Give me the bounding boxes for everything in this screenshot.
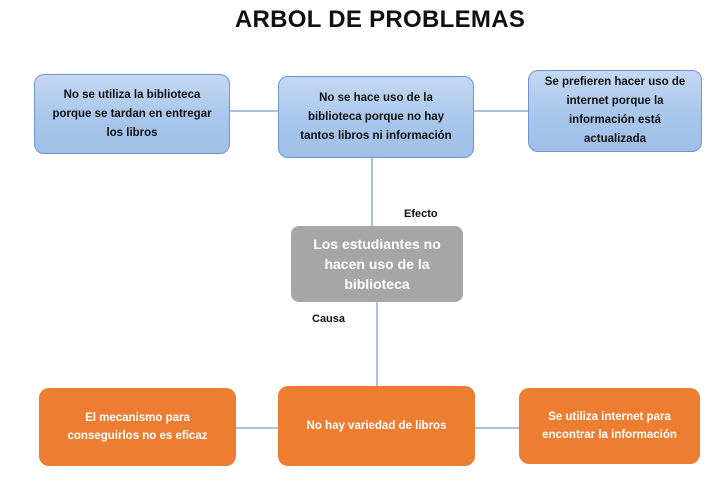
effect-box-right: Se prefieren hacer uso de internet porqu… — [528, 70, 702, 152]
cause-text-center: No hay variedad de libros — [306, 420, 447, 432]
cause-box-center: No hay variedad de libros — [278, 386, 475, 466]
cause-text-right: Se utiliza internet para encontrar la in… — [542, 411, 677, 441]
central-problem-box: Los estudiantes no hacen uso de la bibli… — [291, 226, 463, 302]
diagram-title: ARBOL DE PROBLEMAS — [234, 6, 526, 33]
cause-box-right: Se utiliza internet para encontrar la in… — [519, 388, 700, 464]
effect-text-left: No se utiliza la biblioteca porque se ta… — [52, 88, 212, 139]
cause-text-left: El mecanismo para conseguirlos no es efi… — [67, 412, 208, 442]
effect-text-right: Se prefieren hacer uso de internet porqu… — [544, 76, 686, 145]
effect-text-center: No se hace uso de la biblioteca porque n… — [300, 91, 452, 142]
cause-box-left: El mecanismo para conseguirlos no es efi… — [39, 388, 236, 466]
effect-label: Efecto — [404, 208, 438, 220]
effect-box-left: No se utiliza la biblioteca porque se ta… — [34, 74, 230, 154]
central-problem-text: Los estudiantes no hacen uso de la bibli… — [313, 236, 441, 292]
effect-box-center: No se hace uso de la biblioteca porque n… — [278, 76, 474, 158]
cause-label: Causa — [312, 313, 346, 325]
